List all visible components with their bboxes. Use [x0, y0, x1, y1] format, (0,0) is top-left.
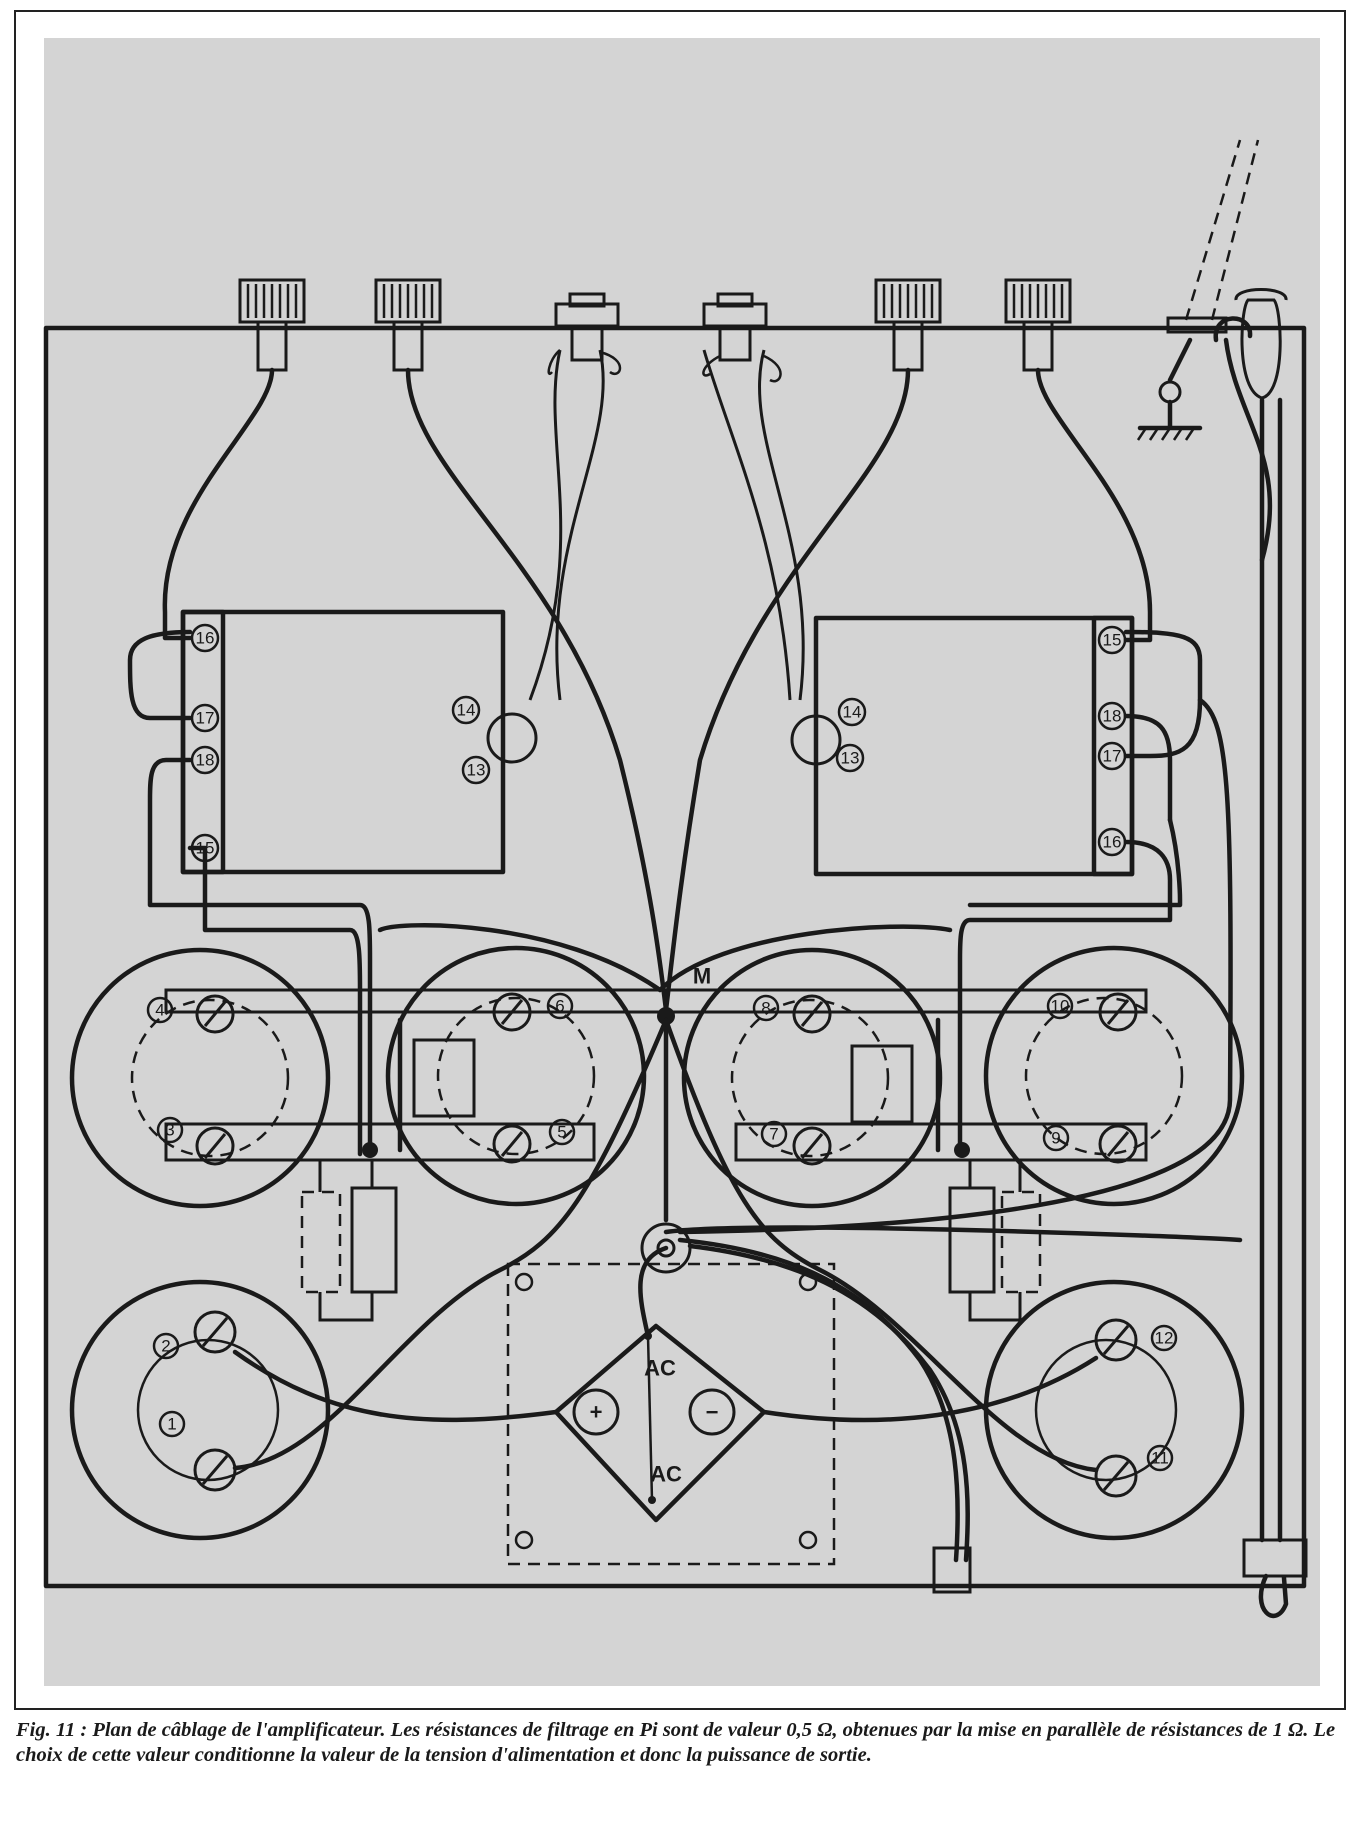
transistor-1: 4 3: [69, 947, 331, 1209]
transistor-4: 10 9: [983, 945, 1245, 1207]
cable-grommet: [1166, 316, 1228, 334]
potentiometer-left-1: [238, 278, 306, 372]
transistor-2: 6 5: [385, 945, 647, 1207]
right-board-pins: 15 18 17 16 14 13: [790, 625, 1127, 857]
svg-text:12: 12: [1155, 1329, 1174, 1348]
minus-label: −: [706, 1400, 719, 1425]
wire-pot3: [663, 367, 911, 1013]
svg-text:7: 7: [769, 1125, 778, 1144]
wiring-diagram: 16 17 18 15 14 13 15 18 17 16 14 13 M: [43, 139, 1308, 1619]
figure-caption: Fig. 11 : Plan de câblage de l'amplifica…: [16, 1719, 1336, 1766]
input-jack-right: [702, 292, 768, 362]
svg-text:16: 16: [196, 629, 215, 648]
wire-pot1: [162, 367, 275, 641]
svg-text:14: 14: [843, 703, 862, 722]
svg-text:9: 9: [1051, 1129, 1060, 1148]
svg-text:17: 17: [196, 709, 215, 728]
plus-label: +: [590, 1400, 603, 1425]
twisted-pair-left: [528, 349, 605, 701]
rectifier-bridge: + − AC AC: [553, 1323, 767, 1523]
svg-text:8: 8: [761, 999, 770, 1018]
svg-text:1: 1: [167, 1415, 176, 1434]
svg-text:15: 15: [1103, 631, 1122, 650]
svg-text:17: 17: [1103, 747, 1122, 766]
switch: [1242, 1538, 1308, 1578]
potentiometer-right-2: [1004, 278, 1072, 372]
mains-wire-pair: [1259, 397, 1283, 1543]
svg-text:3: 3: [165, 1121, 174, 1140]
transistor-6: 12 11: [983, 1279, 1245, 1541]
potentiometer-left-2: [374, 278, 442, 372]
mains-plug: [932, 1546, 972, 1594]
svg-text:5: 5: [557, 1123, 566, 1142]
amplifier-board-left: [180, 609, 506, 875]
wire-pot4: [1035, 367, 1153, 643]
filter-resistors-left: [300, 1160, 398, 1322]
rail-top: [164, 988, 1148, 1014]
ac-bottom-label: AC: [650, 1462, 682, 1487]
potentiometer-right-1: [874, 278, 942, 372]
input-jack-left: [554, 292, 620, 362]
node-m-label: M: [693, 964, 711, 989]
transistor-3: 8 7: [681, 947, 943, 1209]
svg-text:18: 18: [1103, 707, 1122, 726]
transistor-5: 2 1: [69, 1279, 331, 1541]
svg-text:11: 11: [1151, 1449, 1169, 1468]
driver-transistor-left: [412, 1038, 476, 1118]
amplifier-board-right: [813, 615, 1135, 877]
svg-text:13: 13: [467, 761, 486, 780]
twisted-pair-right: [702, 349, 805, 701]
filter-resistors-right: [948, 1160, 1042, 1322]
svg-text:6: 6: [555, 997, 564, 1016]
rectifier-plate: [506, 1262, 836, 1566]
svg-text:16: 16: [1103, 833, 1122, 852]
driver-transistor-right: [850, 1044, 914, 1124]
svg-text:10: 10: [1051, 997, 1070, 1016]
mains-cable: [1184, 139, 1260, 321]
svg-text:2: 2: [161, 1337, 170, 1356]
svg-text:4: 4: [155, 1001, 164, 1020]
wire-pot2: [405, 367, 669, 1013]
chassis-outline: [43, 325, 1307, 1589]
svg-text:13: 13: [841, 749, 860, 768]
svg-text:14: 14: [457, 701, 476, 720]
left-board-pins: 16 17 18 15 14 13: [190, 623, 538, 863]
svg-text:18: 18: [196, 751, 215, 770]
ground-symbol: [1136, 337, 1203, 441]
rail-bottom-right: [734, 1122, 1148, 1162]
fuse-holder: [1240, 298, 1282, 400]
